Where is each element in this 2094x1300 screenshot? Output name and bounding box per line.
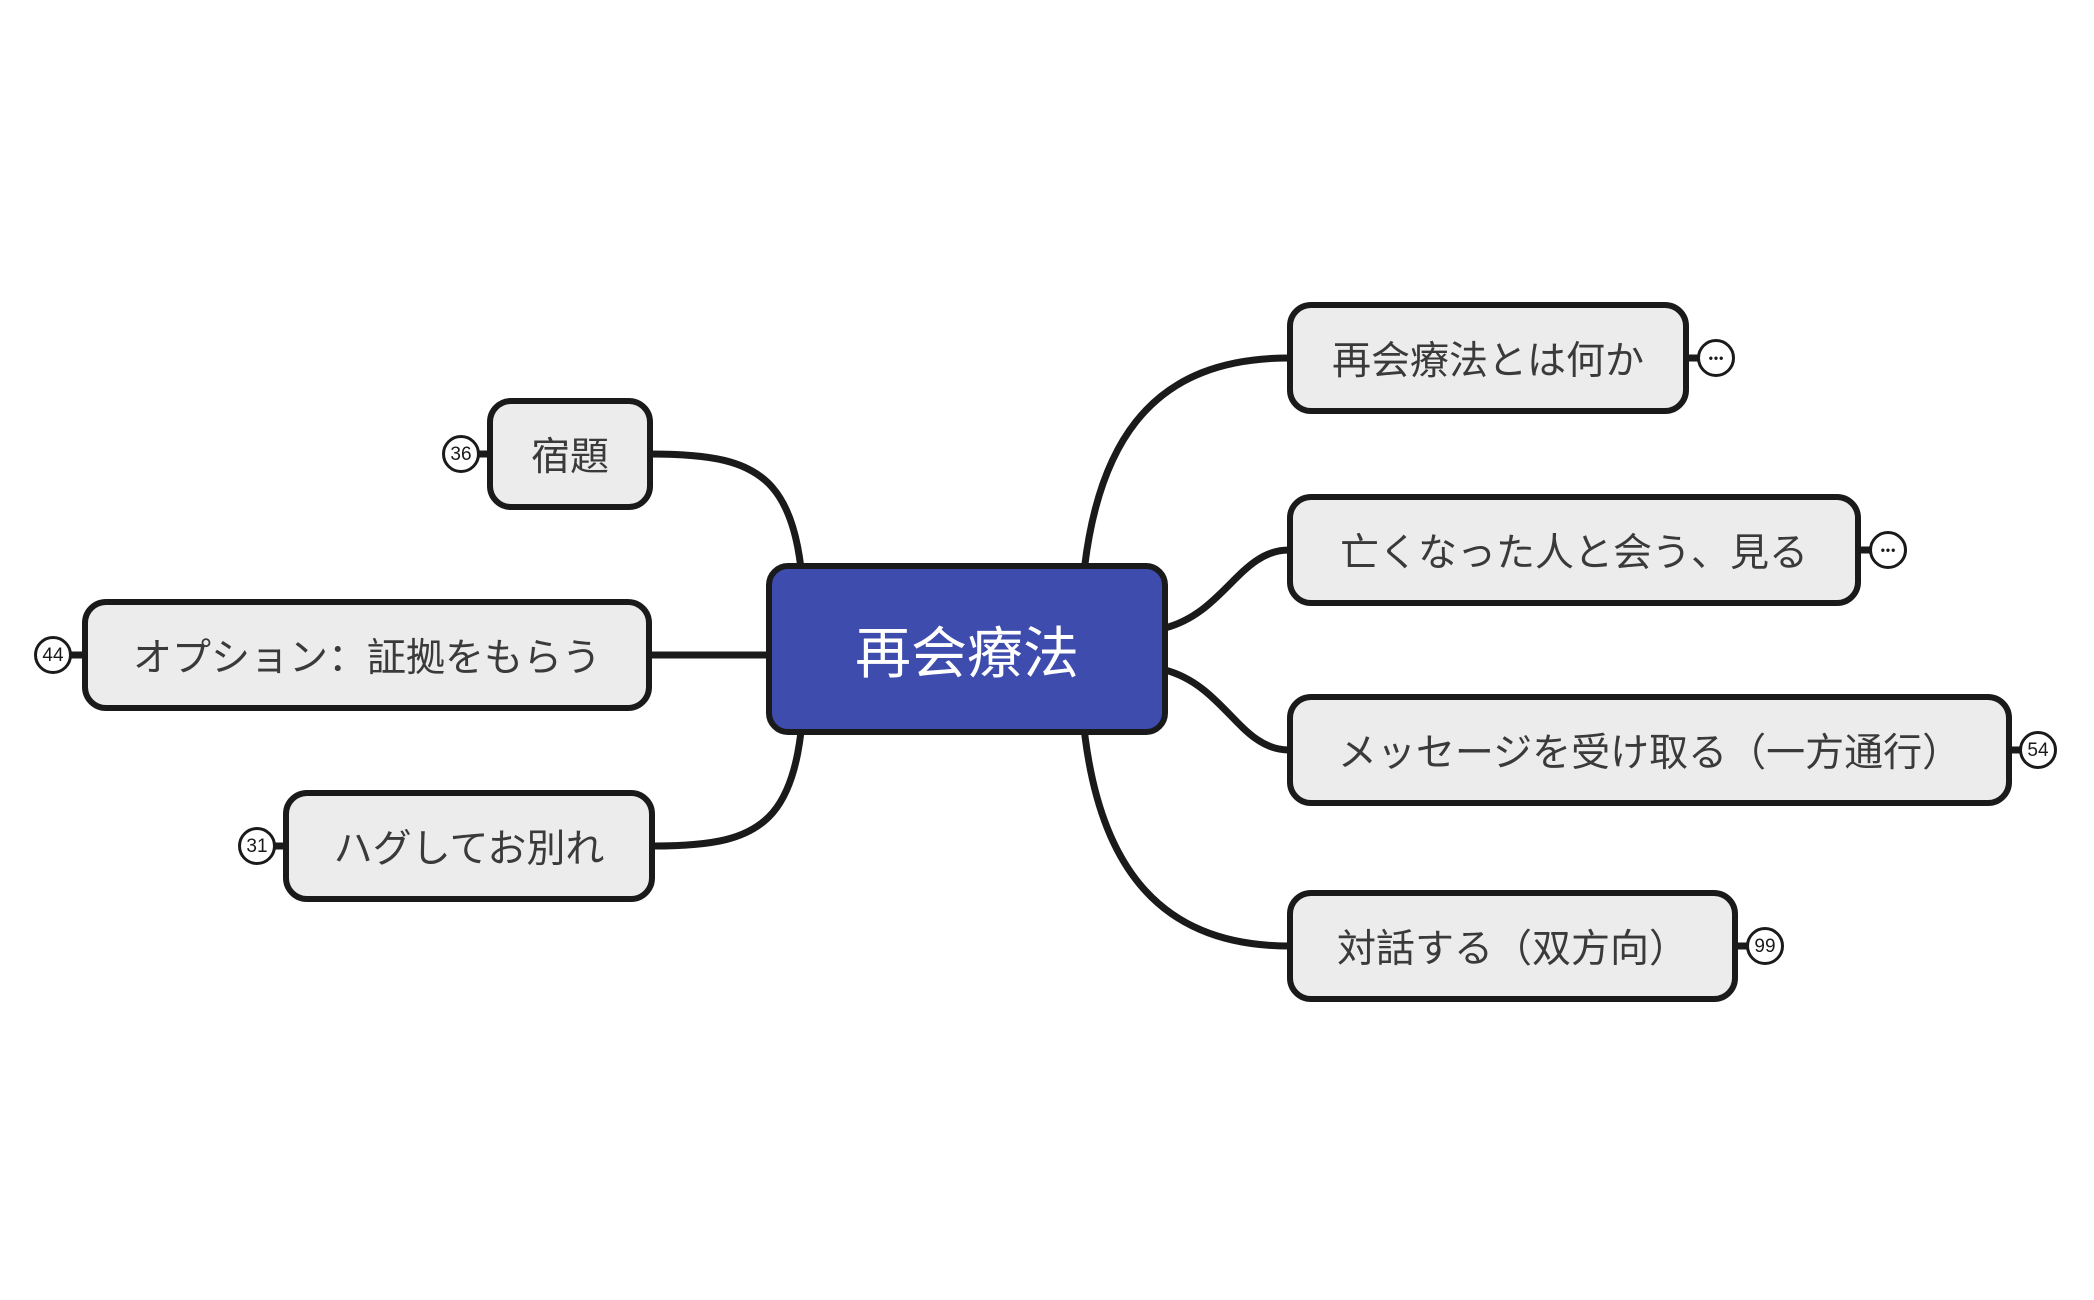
branch-node-hug-and-farewell[interactable]: ハグしてお別れ bbox=[283, 790, 655, 902]
branch-node-dialogue-two-way[interactable]: 対話する（双方向） bbox=[1287, 890, 1738, 1002]
branch-node-option-receive-evidence[interactable]: オプション：証拠をもらう bbox=[82, 599, 652, 711]
badge-count-hug[interactable]: 31 bbox=[238, 827, 276, 865]
badge-more-meet-see[interactable]: ••• bbox=[1869, 531, 1907, 569]
branch-node-meet-see-deceased[interactable]: 亡くなった人と会う、見る bbox=[1287, 494, 1861, 606]
badge-count-dialogue[interactable]: 99 bbox=[1746, 927, 1784, 965]
edge-root-to-receive-message bbox=[1161, 666, 1293, 754]
badge-count-homework[interactable]: 36 bbox=[442, 435, 480, 473]
edge-root-to-meet-see bbox=[1161, 546, 1293, 632]
badge-more-what-is[interactable]: ••• bbox=[1697, 339, 1735, 377]
badge-count-option[interactable]: 44 bbox=[34, 636, 72, 674]
root-node-reunion-therapy[interactable]: 再会療法 bbox=[766, 563, 1168, 735]
badge-count-receive-message[interactable]: 54 bbox=[2019, 731, 2057, 769]
branch-node-what-is-reunion-therapy[interactable]: 再会療法とは何か bbox=[1287, 302, 1689, 414]
branch-node-homework[interactable]: 宿題 bbox=[487, 398, 653, 510]
branch-node-receive-message-one-way[interactable]: メッセージを受け取る（一方通行） bbox=[1287, 694, 2012, 806]
